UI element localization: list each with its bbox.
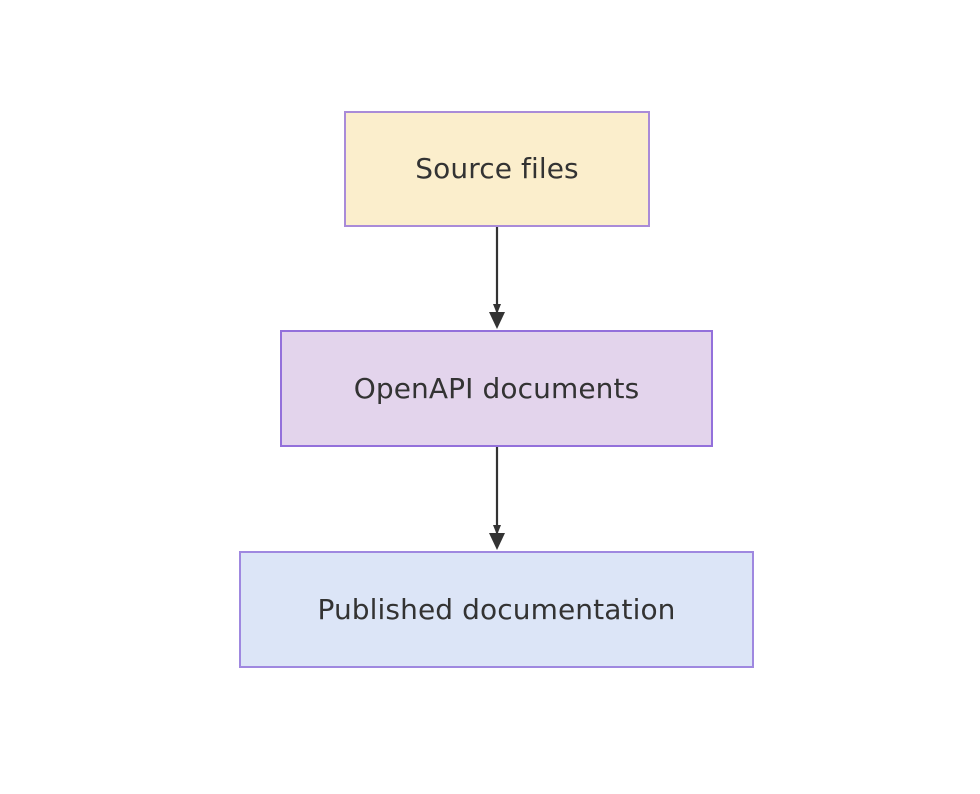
edge-source-to-openapi <box>489 227 505 329</box>
node-source-files-label: Source files <box>415 152 579 186</box>
node-openapi-documents-label: OpenAPI documents <box>353 371 640 405</box>
node-published-documentation-label: Published documentation <box>317 592 676 626</box>
node-openapi-documents[interactable]: OpenAPI documents <box>280 330 713 447</box>
node-published-documentation[interactable]: Published documentation <box>239 551 754 668</box>
node-source-files[interactable]: Source files <box>344 111 650 227</box>
edge-openapi-to-published <box>489 447 505 550</box>
